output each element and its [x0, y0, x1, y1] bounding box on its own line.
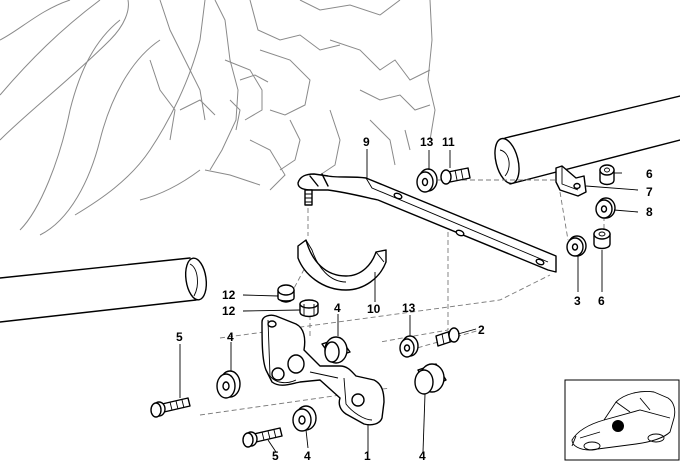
part-7-clip — [555, 165, 587, 197]
callout-5-lower: 5 — [272, 449, 279, 461]
leader-lines — [179, 149, 639, 453]
callout-12-lower: 12 — [222, 304, 236, 318]
callout-3: 3 — [574, 294, 581, 308]
callout-10: 10 — [367, 302, 381, 316]
callout-8: 8 — [646, 205, 653, 219]
transmission-housing — [0, 0, 436, 236]
part-4-rubber-mount-upper — [321, 336, 351, 364]
callout-4-left: 4 — [227, 330, 234, 344]
callout-13-lower: 13 — [402, 301, 416, 315]
callout-9: 9 — [363, 135, 370, 149]
callout-7: 7 — [646, 185, 653, 199]
callout-4-upper: 4 — [334, 301, 341, 315]
part-1-mounting-plate — [261, 314, 385, 426]
callout-12-upper: 12 — [222, 288, 236, 302]
part-4-washer-left — [216, 370, 241, 399]
exhaust-pipe-left — [0, 257, 208, 323]
part-10-lower-clamp — [297, 239, 387, 291]
part-12-nut-lower — [299, 299, 319, 318]
part-11-bolt — [440, 167, 471, 185]
callout-6-upper: 6 — [646, 167, 653, 181]
part-6-nut-lower — [593, 228, 611, 250]
car-location-thumbnail — [564, 379, 680, 461]
callout-2: 2 — [478, 323, 485, 337]
part-2-bolt — [435, 327, 460, 347]
callout-5-upper: 5 — [176, 330, 183, 344]
callout-13-upper: 13 — [420, 135, 434, 149]
assembly-guide-lines — [199, 179, 605, 416]
part-6-nut-upper — [599, 164, 615, 186]
part-3-washer — [566, 235, 587, 257]
callout-6-lower: 6 — [598, 294, 605, 308]
part-5-bolt-lower — [242, 427, 283, 448]
part-8-washer — [595, 197, 616, 219]
part-9-support-bracket — [297, 173, 557, 273]
part-4-rubber-mount-right — [414, 363, 447, 395]
part-13-washer-upper — [416, 168, 438, 193]
callout-11: 11 — [442, 135, 455, 149]
part-13-washer-lower — [399, 335, 419, 358]
callout-4-lower: 4 — [304, 449, 311, 461]
callout-labels: 9 13 11 6 7 8 3 6 10 12 12 4 13 2 5 4 4 … — [176, 135, 653, 461]
clamp-bolt — [304, 189, 313, 206]
part-12-nut-upper — [277, 284, 295, 303]
exhaust-pipe-right — [494, 95, 680, 185]
car-outline-icon — [571, 391, 676, 451]
location-marker — [612, 420, 624, 432]
part-5-bolt-upper — [150, 397, 191, 418]
callout-1: 1 — [364, 449, 371, 461]
callout-4-right: 4 — [419, 449, 426, 461]
part-4-washer-lower — [292, 405, 317, 432]
